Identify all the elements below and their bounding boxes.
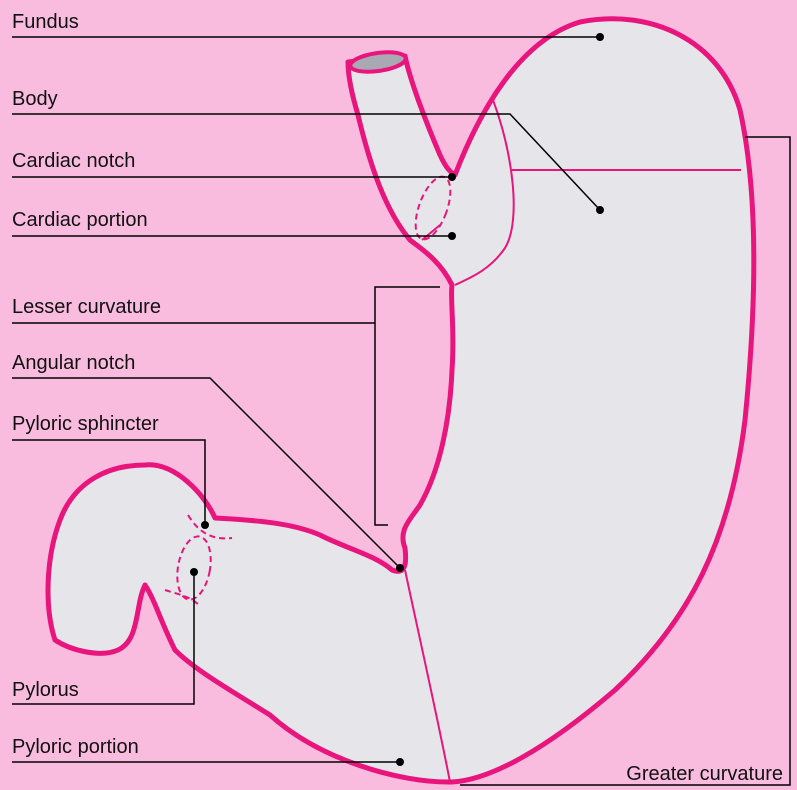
label-lesser-curvature: Lesser curvature bbox=[12, 296, 161, 318]
label-cardiac-portion: Cardiac portion bbox=[12, 209, 148, 231]
label-angular-notch: Angular notch bbox=[12, 352, 135, 374]
stomach-outline bbox=[48, 19, 754, 782]
label-pyloric-sphincter: Pyloric sphincter bbox=[12, 413, 159, 435]
dot-cardiac-notch bbox=[448, 173, 456, 181]
dot-pylorus bbox=[190, 568, 198, 576]
dot-fundus bbox=[596, 33, 604, 41]
dot-cardiac-portion bbox=[448, 232, 456, 240]
dot-body bbox=[596, 206, 604, 214]
label-pyloric-portion: Pyloric portion bbox=[12, 736, 139, 758]
dot-pyloric-portion bbox=[396, 758, 404, 766]
label-body: Body bbox=[12, 88, 58, 110]
dot-pyloric-sphincter bbox=[201, 521, 209, 529]
label-cardiac-notch: Cardiac notch bbox=[12, 150, 135, 172]
dot-angular-notch bbox=[396, 564, 404, 572]
label-pylorus: Pylorus bbox=[12, 679, 79, 701]
label-fundus: Fundus bbox=[12, 11, 79, 33]
label-greater-curvature: Greater curvature bbox=[626, 763, 783, 785]
